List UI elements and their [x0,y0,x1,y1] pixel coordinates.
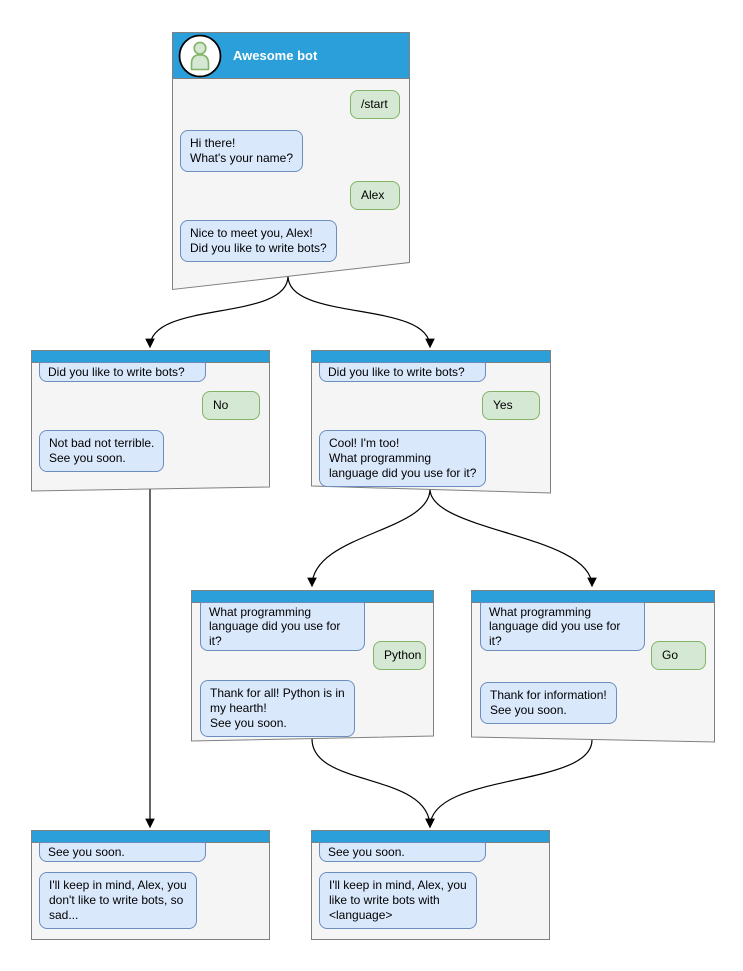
bot-message-bubble: Cool! I'm too! What programming language… [319,430,487,487]
quoted-message-bubble: Did you like to write bots? [39,362,206,383]
user-message-bubble: /start [350,90,400,119]
chat-node-branch-python: What programming language did you use fo… [191,590,434,742]
bot-message-bubble: I'll keep in mind, Alex, you don't like … [39,872,197,929]
bot-message-bubble: Nice to meet you, Alex! Did you like to … [180,220,337,262]
user-message-bubble: Alex [350,181,400,210]
edge-go-to-end [425,739,593,829]
quoted-message-bubble: See you soon. [39,842,206,863]
user-message-bubble: Go [651,641,706,670]
chat-node-end-yes: See you soon. I'll keep in mind, Alex, y… [311,830,550,940]
chat-window-main: Awesome bot /start Hi there! What's your… [172,32,410,291]
quoted-message-bubble: See you soon. [319,842,486,863]
user-message-bubble: Yes [482,391,540,420]
window-title: Awesome bot [233,48,318,63]
quoted-message-bubble: What programming language did you use fo… [480,602,645,652]
bot-message-bubble: Thank for information! See you soon. [480,682,617,724]
window-header: Awesome bot [173,33,414,78]
edge-yes-to-python [307,488,431,588]
bot-message-bubble: Hi there! What's your name? [180,130,304,172]
chat-node-end-no: See you soon. I'll keep in mind, Alex, y… [31,830,270,940]
edge-main-to-yes [287,275,435,349]
edge-main-to-no [145,275,289,349]
chat-node-branch-no: Did you like to write bots? No Not bad n… [31,350,270,492]
quoted-message-bubble: What programming language did you use fo… [200,602,365,652]
quoted-message-bubble: Did you like to write bots? [319,362,486,383]
user-message-bubble: Python [373,641,426,670]
chat-node-branch-yes: Did you like to write bots? Yes Cool! I'… [311,350,551,494]
bot-message-bubble: I'll keep in mind, Alex, you like to wri… [319,872,477,929]
bot-avatar-icon [178,34,222,77]
edge-yes-to-go [429,488,597,588]
bot-message-bubble: Thank for all! Python is in my hearth! S… [200,680,355,737]
chat-node-branch-go: What programming language did you use fo… [471,590,715,743]
bot-message-bubble: Not bad not terrible. See you soon. [39,430,165,472]
edge-python-to-end [311,738,435,829]
user-message-bubble: No [202,391,260,420]
